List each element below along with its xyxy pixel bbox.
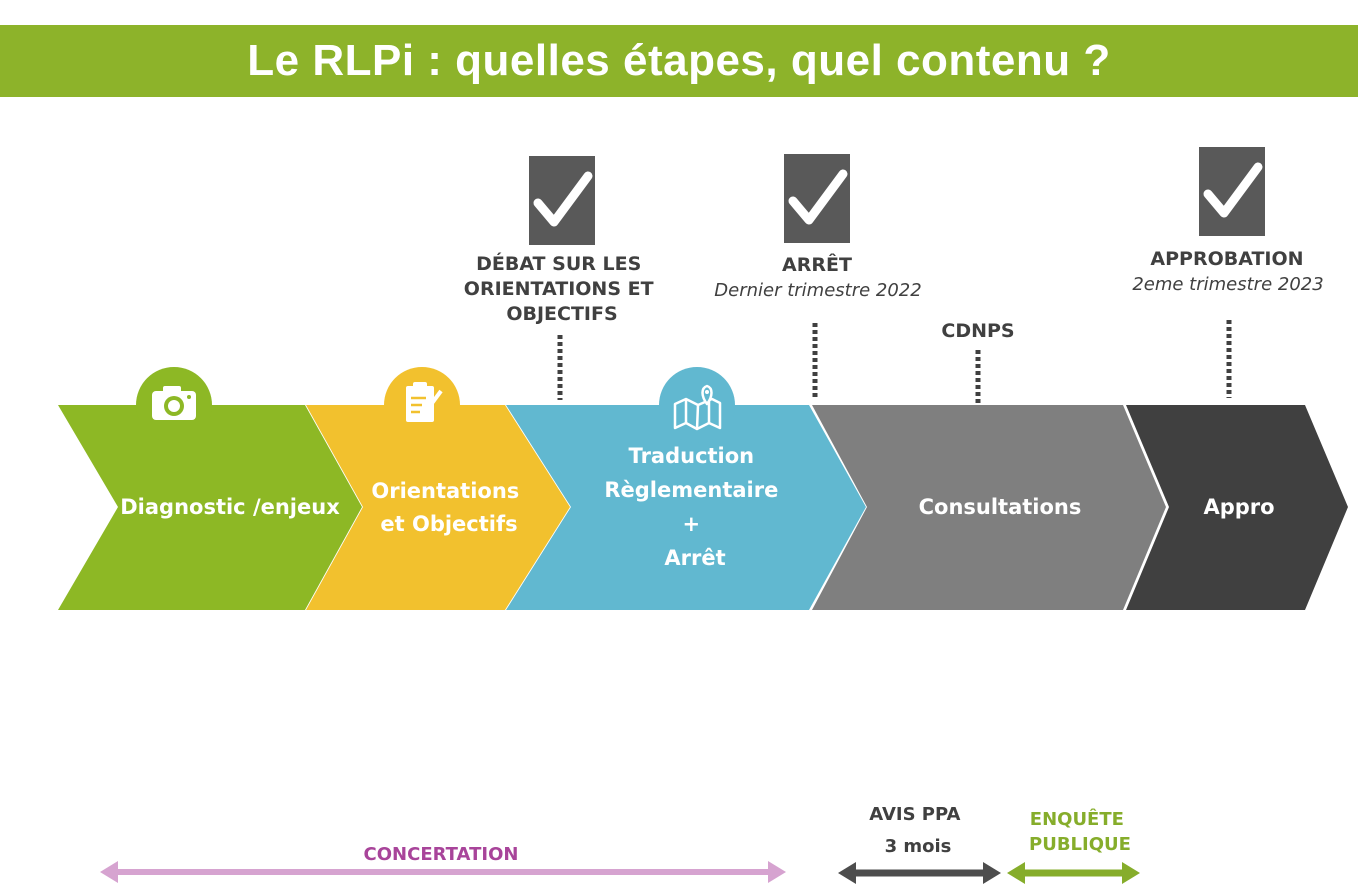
enquete-publique-label: ENQUÊTE PUBLIQUE bbox=[1029, 808, 1131, 855]
step-traduction: Traduction Règlementaire + Arrêt bbox=[506, 367, 866, 610]
milestone-debat-title: DÉBAT SUR LES ORIENTATIONS ET OBJECTIFS bbox=[464, 252, 660, 325]
checkmark-icon bbox=[533, 171, 593, 227]
avis-ppa-label: AVIS PPA 3 mois bbox=[869, 804, 967, 857]
milestone-cdnps: CDNPS bbox=[941, 320, 1015, 403]
enquete-publique-arrowhead-left bbox=[1007, 862, 1025, 884]
enquete-publique-line-1: ENQUÊTE bbox=[1030, 808, 1124, 830]
step-traduction-label: Traduction Règlementaire + Arrêt bbox=[604, 444, 785, 570]
step-diagnostic-label: Diagnostic /enjeux bbox=[120, 495, 340, 519]
milestone-debat-line-3: OBJECTIFS bbox=[506, 303, 617, 325]
map-icon bbox=[673, 384, 722, 431]
camera-icon bbox=[152, 386, 196, 420]
step-consultations-shape bbox=[812, 405, 1166, 610]
milestone-approbation-line-1: APPROBATION bbox=[1150, 248, 1303, 270]
avis-ppa-line-1: AVIS PPA bbox=[869, 804, 960, 825]
step-diagnostic-shape bbox=[58, 405, 362, 610]
step-orientations: Orientations et Objectifs bbox=[306, 367, 570, 610]
milestone-cdnps-title: CDNPS bbox=[941, 320, 1014, 342]
milestone-approbation: APPROBATION 2eme trimestre 2023 bbox=[1132, 147, 1324, 398]
step-consultations-line-1: Consultations bbox=[919, 495, 1082, 519]
clipboard-icon bbox=[406, 382, 443, 422]
milestone-arret-date: Dernier trimestre 2022 bbox=[714, 280, 921, 301]
avis-ppa-arrowhead-left bbox=[838, 862, 856, 884]
milestone-approbation-title: APPROBATION bbox=[1150, 248, 1303, 270]
milestone-cdnps-line-1: CDNPS bbox=[941, 320, 1014, 342]
step-consultations: Consultations bbox=[812, 405, 1166, 610]
step-appro-line-1: Appro bbox=[1203, 495, 1274, 519]
step-traduction-line-2: Règlementaire bbox=[604, 478, 778, 502]
concertation-arrowhead-right bbox=[768, 861, 786, 883]
milestone-debat: DÉBAT SUR LES ORIENTATIONS ET OBJECTIFS bbox=[464, 156, 660, 400]
step-appro-label: Appro bbox=[1203, 495, 1274, 519]
milestone-debat-line-1: DÉBAT SUR LES bbox=[476, 252, 641, 275]
enquete-publique-line-2: PUBLIQUE bbox=[1029, 834, 1131, 855]
step-orientations-shape bbox=[306, 405, 570, 610]
step-consultations-label: Consultations bbox=[919, 495, 1082, 519]
concertation-arrowhead-left bbox=[100, 861, 118, 883]
concertation-label: CONCERTATION bbox=[364, 844, 519, 865]
milestone-approbation-date: 2eme trimestre 2023 bbox=[1132, 274, 1323, 295]
step-orientations-label: Orientations et Objectifs bbox=[371, 479, 526, 536]
step-orientations-line-2: et Objectifs bbox=[380, 512, 517, 536]
checkmark-icon bbox=[788, 169, 848, 225]
step-appro: Appro bbox=[1126, 405, 1348, 610]
milestone-debat-line-2: ORIENTATIONS ET bbox=[464, 278, 654, 300]
concertation-phase: CONCERTATION bbox=[100, 844, 786, 883]
avis-ppa-phase: AVIS PPA 3 mois bbox=[838, 804, 1001, 884]
step-orientations-line-1: Orientations bbox=[371, 479, 519, 503]
step-traduction-shape bbox=[506, 405, 866, 610]
step-diagnostic-line-1: Diagnostic /enjeux bbox=[120, 495, 340, 519]
milestone-arret-title: ARRÊT bbox=[782, 253, 852, 276]
milestone-arret: ARRÊT Dernier trimestre 2022 bbox=[714, 154, 922, 398]
enquete-publique-arrowhead-right bbox=[1122, 862, 1140, 884]
milestone-arret-line-1: ARRÊT bbox=[782, 253, 852, 276]
step-traduction-line-4: Arrêt bbox=[664, 546, 725, 570]
avis-ppa-line-2: 3 mois bbox=[885, 836, 952, 857]
step-diagnostic: Diagnostic /enjeux bbox=[58, 367, 362, 610]
avis-ppa-arrowhead-right bbox=[983, 862, 1001, 884]
step-traduction-line-1: Traduction bbox=[629, 444, 755, 468]
title-banner: Le RLPi : quelles étapes, quel contenu ? bbox=[0, 25, 1358, 97]
page-title: Le RLPi : quelles étapes, quel contenu ? bbox=[247, 36, 1111, 85]
enquete-publique-phase: ENQUÊTE PUBLIQUE bbox=[1007, 808, 1140, 884]
step-traduction-line-3: + bbox=[683, 512, 701, 536]
checkmark-icon bbox=[1203, 162, 1263, 218]
step-appro-shape bbox=[1126, 405, 1348, 610]
